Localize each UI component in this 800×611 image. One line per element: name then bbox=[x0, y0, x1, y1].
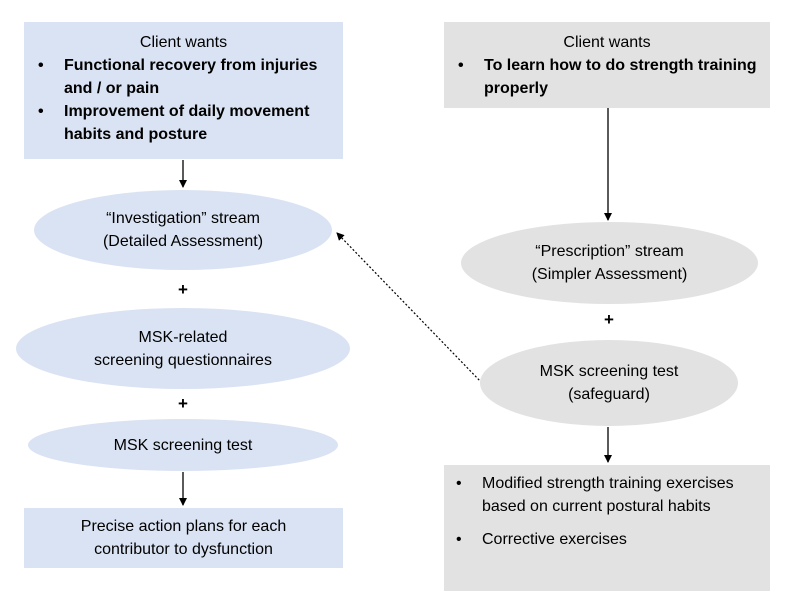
prescription-stream-ellipse: “Prescription” stream (Simpler Assessmen… bbox=[461, 222, 758, 304]
arrow-safeguard-to-investigation bbox=[336, 232, 483, 384]
left-client-wants-list: Functional recovery from injuries and / … bbox=[32, 54, 335, 146]
exercise-item: Modified strength training exercises bas… bbox=[450, 472, 760, 518]
right-msk-screening-ellipse: MSK screening test (safeguard) bbox=[480, 340, 738, 426]
exercise-item: Corrective exercises bbox=[450, 528, 760, 551]
right-msk-screening-label: MSK screening test bbox=[539, 363, 679, 380]
right-plus-1: + bbox=[604, 310, 614, 329]
action-plans-line1: Precise action plans for each bbox=[80, 518, 287, 535]
investigation-stream-title: “Investigation” stream bbox=[106, 210, 260, 227]
questionnaires-line1: MSK-related bbox=[138, 328, 228, 346]
left-plus-1: + bbox=[178, 280, 188, 299]
action-plans-line2: contributor to dysfunction bbox=[94, 541, 273, 558]
investigation-stream-ellipse: “Investigation” stream (Detailed Assessm… bbox=[34, 190, 332, 270]
investigation-stream-subtitle: (Detailed Assessment) bbox=[102, 233, 264, 250]
exercises-list: Modified strength training exercises bas… bbox=[450, 472, 760, 551]
left-client-wants-heading: Client wants bbox=[139, 34, 228, 51]
left-msk-screening-ellipse: MSK screening test bbox=[28, 419, 338, 471]
questionnaires-ellipse: MSK-related screening questionnaires bbox=[16, 308, 350, 389]
left-client-want-item: Functional recovery from injuries and / … bbox=[32, 54, 335, 100]
right-client-wants-list: To learn how to do strength training pro… bbox=[452, 54, 762, 100]
safeguard-label: (safeguard) bbox=[568, 386, 650, 403]
left-msk-screening-label: MSK screening test bbox=[113, 436, 253, 454]
right-client-want-item: To learn how to do strength training pro… bbox=[452, 54, 762, 100]
action-plans-box: Precise action plans for each contributo… bbox=[24, 508, 343, 568]
exercises-box: Modified strength training exercises bas… bbox=[444, 465, 770, 591]
questionnaires-line2: screening questionnaires bbox=[94, 351, 272, 369]
left-client-want-item: Improvement of daily movement habits and… bbox=[32, 100, 335, 146]
right-client-wants-box: Client wants To learn how to do strength… bbox=[444, 22, 770, 108]
left-plus-2: + bbox=[178, 394, 188, 413]
right-client-wants-heading: Client wants bbox=[563, 34, 651, 51]
left-client-wants-box: Client wants Functional recovery from in… bbox=[24, 22, 343, 159]
prescription-stream-subtitle: (Simpler Assessment) bbox=[531, 266, 688, 283]
prescription-stream-title: “Prescription” stream bbox=[535, 243, 684, 260]
